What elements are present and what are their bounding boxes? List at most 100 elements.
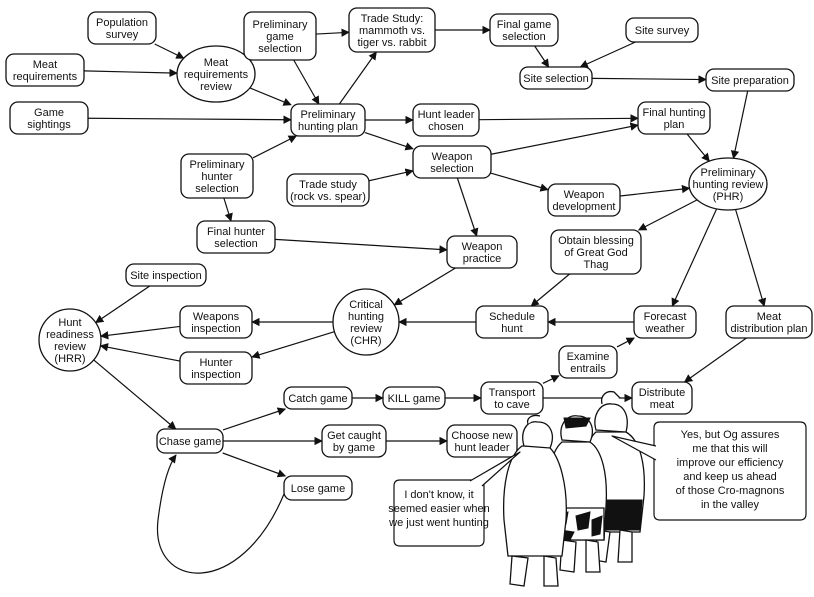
speech-right-line: Yes, but Og assures <box>681 429 780 441</box>
node-schedule-hunt-label: Schedule <box>489 311 535 323</box>
node-hunter-inspection-label: Hunter <box>199 357 232 369</box>
node-meat-requirements-label: requirements <box>13 71 78 83</box>
node-hrr-label: (HRR) <box>54 353 85 365</box>
edge-weapons-inspection-to-hrr <box>99 325 181 340</box>
node-preliminary-hunting-plan-shape <box>290 103 366 137</box>
edge-meat-requirements-to-meat-requirements-review <box>83 68 178 78</box>
node-weapon-selection-label: Weapon <box>432 151 473 163</box>
node-obtain-blessing-label: Obtain blessing <box>558 235 634 247</box>
node-hunter-inspection-shape <box>179 351 253 385</box>
edge-preliminary-game-selection-to-preliminary-hunting-plan <box>293 59 320 105</box>
node-trade-study-weapon: Trade study(rock vs. spear) <box>286 173 370 207</box>
edge-hunt-leader-chosen-to-final-hunting-plan <box>478 114 639 123</box>
edge-chr-to-hunter-inspection <box>251 331 335 359</box>
node-weapon-practice-label: Weapon <box>462 241 503 253</box>
node-lose-game: Lose game <box>283 475 353 501</box>
node-final-game-selection-shape <box>489 13 559 47</box>
node-site-inspection: Site inspection <box>125 263 207 287</box>
diagram-nodes: PopulationsurveyMeatrequirementsMeatrequ… <box>5 7 813 501</box>
node-examine-entrails-label: Examine <box>567 351 610 363</box>
edge-phr-to-meat-distribution-plan <box>735 209 767 307</box>
node-site-selection-shape <box>519 66 593 90</box>
node-weapon-practice-shape <box>446 235 518 269</box>
edge-site-survey-to-site-selection <box>579 41 636 68</box>
node-lose-game-label: Lose game <box>291 483 345 495</box>
edge-phr-to-obtain-blessing <box>637 199 698 231</box>
edge-final-hunter-selection-to-weapon-practice <box>274 238 448 254</box>
node-preliminary-game-selection-label: Preliminary <box>252 19 308 31</box>
node-catch-game-shape <box>283 386 353 410</box>
node-forecast-weather-shape <box>633 305 697 339</box>
edge-obtain-blessing-to-schedule-hunt <box>530 273 570 307</box>
node-game-sightings-shape <box>9 101 89 135</box>
node-preliminary-hunter-selection-label: selection <box>195 183 238 195</box>
node-trade-study-game-label: mammoth vs. <box>359 25 425 37</box>
edge-weapon-development-to-phr <box>619 184 691 197</box>
edge-site-selection-to-site-preparation <box>591 75 707 84</box>
speech-left-line: seemed easier when <box>388 503 490 515</box>
edge-meat-distribution-plan-to-distribute-meat <box>683 337 747 383</box>
edge-preliminary-hunting-plan-to-weapon-selection <box>364 131 414 151</box>
node-site-survey-label: Site survey <box>635 25 690 37</box>
node-final-game-selection-label: Final game <box>497 19 551 31</box>
node-trade-study-game-label: Trade Study: <box>361 13 424 25</box>
node-get-caught-shape <box>321 424 387 458</box>
edge-population-survey-to-meat-requirements-review <box>154 43 185 59</box>
node-transport-to-cave-label: Transport <box>489 387 536 399</box>
node-trade-study-game-shape <box>348 7 436 53</box>
node-preliminary-game-selection-label: game <box>266 31 294 43</box>
node-hrr-shape <box>38 308 102 372</box>
node-distribute-meat-shape <box>631 381 693 415</box>
node-site-preparation-label: Site preparation <box>711 75 789 87</box>
node-preliminary-hunter-selection-shape <box>180 153 254 199</box>
edge-hrr-to-chase-game <box>93 359 177 430</box>
edge-final-hunting-plan-to-phr <box>686 133 710 162</box>
node-choose-new-leader-label: Choose new <box>451 430 512 442</box>
node-hunt-leader-chosen-label: chosen <box>428 121 463 133</box>
node-hunter-inspection-label: inspection <box>191 369 241 381</box>
speech-right-line: improve our efficiency <box>677 457 784 469</box>
diagram-edges <box>83 25 767 574</box>
node-meat-distribution-plan-label: distribution plan <box>730 323 807 335</box>
node-hrr-label: Hunt <box>58 317 81 329</box>
node-meat-requirements-label: Meat <box>33 59 57 71</box>
node-chase-game-shape <box>156 428 224 454</box>
node-get-caught-label: Get caught <box>327 430 381 442</box>
node-catch-game: Catch game <box>283 386 353 410</box>
speech-left-line: we just went hunting <box>388 517 489 529</box>
edge-chase-game-to-lose-game <box>222 452 287 478</box>
speech-right-line: me that this will <box>692 443 767 455</box>
node-weapon-development-shape <box>547 183 621 217</box>
node-weapon-development-label: Weapon <box>564 189 605 201</box>
node-schedule-hunt-label: hunt <box>501 323 522 335</box>
node-choose-new-leader-shape <box>446 424 518 458</box>
edge-game-sightings-to-preliminary-hunting-plan <box>87 115 292 124</box>
speech-right-line: of those Cro-magnons <box>676 485 785 497</box>
edge-examine-entrails-to-forecast-weather <box>616 337 635 348</box>
node-weapon-development-label: development <box>553 201 616 213</box>
speech-right-line: in the valley <box>701 499 760 511</box>
node-site-survey: Site survey <box>625 17 699 43</box>
node-meat-distribution-plan-label: Meat <box>757 311 781 323</box>
node-obtain-blessing-label: Thag <box>583 259 608 271</box>
node-trade-study-weapon-label: (rock vs. spear) <box>290 191 366 203</box>
cartoon-hunters <box>502 390 646 587</box>
node-kill-game: KILL game <box>382 386 446 410</box>
node-hunt-leader-chosen-label: Hunt leader <box>418 109 475 121</box>
node-transport-to-cave-label: to cave <box>494 399 529 411</box>
edge-loop-to-chase-game <box>156 454 285 574</box>
